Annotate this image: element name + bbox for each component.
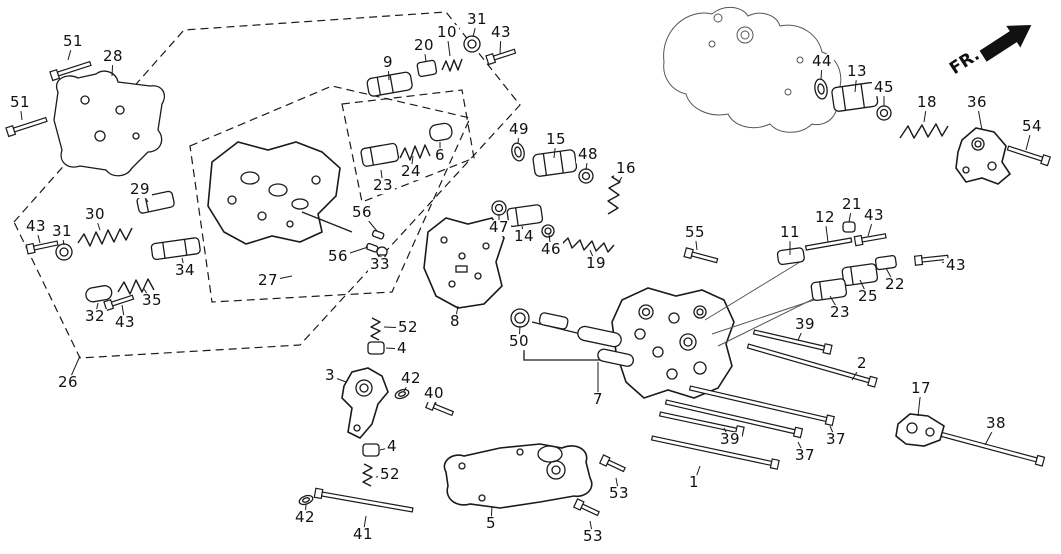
part-4-plug-lower bbox=[362, 443, 380, 457]
part-53-bolt-upper bbox=[598, 454, 626, 473]
part-37-bolt-lower bbox=[664, 399, 804, 439]
part-44-seal-ring bbox=[814, 78, 828, 100]
part-32-cup bbox=[85, 285, 113, 303]
part-51-bolt-lower bbox=[5, 116, 48, 138]
part-41-bolt bbox=[313, 487, 414, 513]
part-37-bolt-upper bbox=[688, 385, 835, 427]
part-19-spring bbox=[559, 237, 615, 253]
part-30-spring bbox=[77, 227, 133, 247]
part-16-spring bbox=[607, 171, 623, 215]
part-20-piston bbox=[416, 59, 438, 78]
part-42-washer-lower bbox=[298, 494, 314, 506]
part-31-ring-left bbox=[55, 243, 73, 261]
part-31-ring-top bbox=[463, 35, 481, 53]
part-36-bracket bbox=[955, 127, 1012, 185]
transmission-case-outline bbox=[663, 7, 842, 133]
part-14-valve bbox=[506, 204, 544, 228]
part-39-bolt-upper bbox=[752, 329, 833, 355]
part-47-ring bbox=[491, 200, 507, 216]
part-27-valve-body bbox=[207, 141, 353, 245]
part-4-plug-upper bbox=[367, 341, 385, 355]
part-43-bolt-mid bbox=[103, 294, 135, 312]
part-43-bolt-top bbox=[485, 48, 517, 66]
part-53-bolt-lower bbox=[572, 498, 600, 517]
part-10-spring bbox=[441, 58, 463, 72]
part-1-bolt bbox=[650, 435, 780, 470]
part-50-ring bbox=[510, 308, 530, 328]
part-23-valve-left bbox=[360, 142, 400, 167]
part-24-spring bbox=[399, 144, 431, 161]
fr-label: FR. bbox=[946, 45, 984, 79]
part-5-lower-cover bbox=[443, 443, 593, 509]
part-8-separator-plate bbox=[423, 217, 505, 309]
part-15-valve bbox=[532, 149, 578, 177]
part-25-valve bbox=[841, 263, 879, 287]
part-28-cover-plate bbox=[53, 70, 165, 177]
part-21-cap bbox=[842, 221, 856, 233]
part-2-bolt bbox=[746, 343, 878, 388]
servo-body bbox=[577, 261, 877, 399]
fr-direction-arrow bbox=[979, 24, 1032, 62]
dashed-group-outlines bbox=[13, 11, 521, 359]
part-35-spring bbox=[117, 278, 155, 295]
part-17-bracket bbox=[895, 413, 945, 447]
part-38-bolt bbox=[938, 431, 1046, 467]
part-43-bolt-right-upper bbox=[853, 233, 887, 247]
part-43-bolt-left bbox=[25, 240, 59, 255]
part-51-bolt-upper bbox=[49, 60, 92, 82]
part-54-bolt bbox=[1006, 145, 1052, 167]
part-13-piston bbox=[831, 81, 879, 112]
part-45-ring bbox=[876, 105, 892, 121]
part-23-valve-right bbox=[810, 278, 848, 302]
part-29-valve bbox=[136, 190, 175, 214]
part-42-washer-upper bbox=[394, 388, 410, 400]
part-52-spring-lower bbox=[362, 463, 373, 487]
fr-label-wrap: FR. bbox=[943, 18, 1053, 88]
part-33-grommet bbox=[376, 246, 388, 261]
part-11-valve bbox=[776, 247, 805, 266]
part-46-ring bbox=[541, 224, 555, 238]
part-6-cap bbox=[429, 122, 453, 142]
part-48-ring bbox=[578, 168, 594, 184]
part-3-bracket bbox=[341, 367, 389, 439]
part-56-clip-upper bbox=[371, 229, 385, 240]
part-39-bolt-lower bbox=[658, 411, 745, 437]
part-40-bolt bbox=[425, 398, 455, 417]
part-22-piston bbox=[874, 255, 897, 271]
part-55-bolt bbox=[683, 247, 719, 264]
part-9-valve bbox=[366, 71, 413, 97]
part-18-spring bbox=[899, 123, 949, 139]
part-49-seal-ring bbox=[511, 142, 525, 162]
part-43-bolt-right-lower bbox=[913, 254, 949, 266]
part-34-valve bbox=[150, 237, 201, 261]
part-12-rod bbox=[804, 237, 853, 251]
part-52-spring-upper bbox=[370, 317, 381, 341]
